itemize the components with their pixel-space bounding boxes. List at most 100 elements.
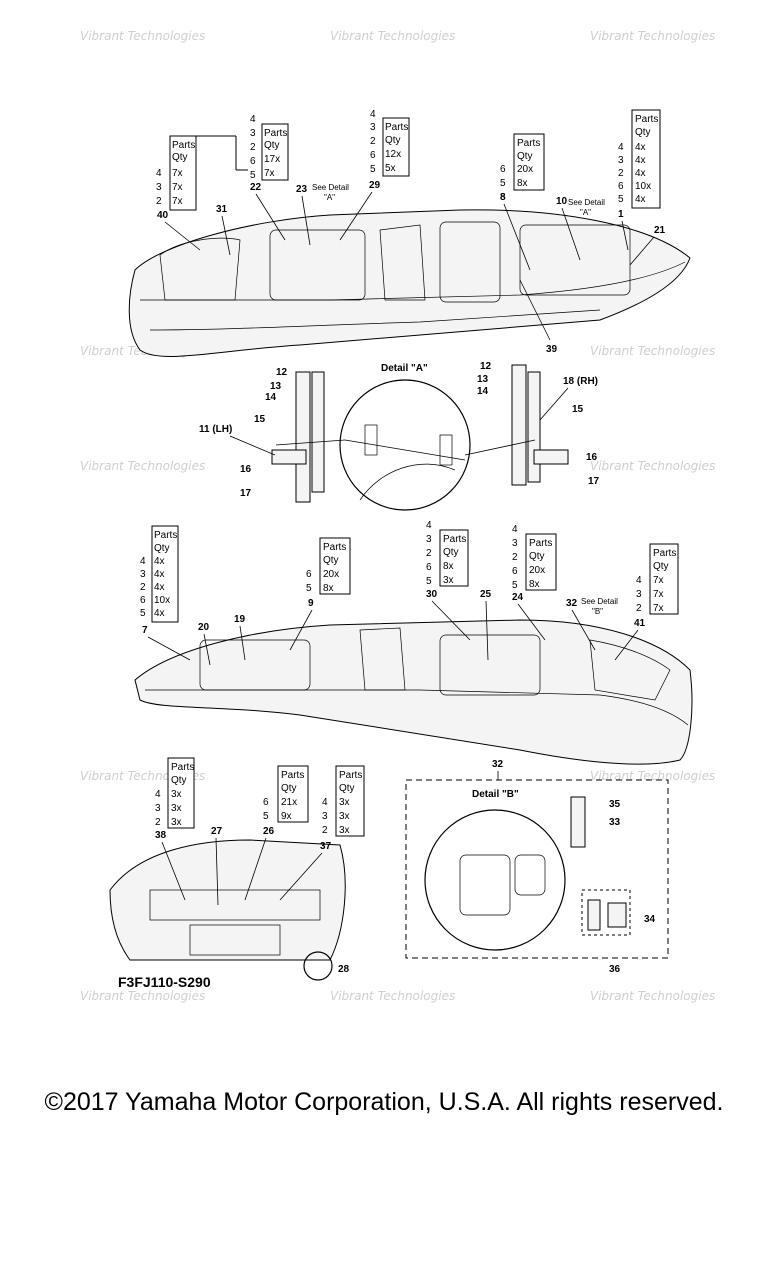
callout-15: 15 [572, 404, 584, 415]
watermark-text: Vibrant Technologies [590, 29, 715, 43]
part-qty: 8x [529, 579, 540, 590]
part-ref: 6 [500, 164, 506, 175]
callout-7: 7 [142, 625, 148, 636]
callouts: 22 23 29 40 31 8 10 1 21 39 12 13 14 15 … [142, 180, 666, 975]
part-ref: 5 [500, 178, 506, 189]
callout-17: 17 [588, 476, 600, 487]
callout-29: 29 [369, 180, 381, 191]
callout-30: 30 [426, 589, 438, 600]
qty-header: Qty [443, 547, 459, 558]
qty-header: Qty [172, 152, 188, 163]
callout-22: 22 [250, 182, 262, 193]
callout-38: 38 [155, 830, 167, 841]
callout-14: 14 [477, 386, 489, 397]
part-qty: 7x [172, 196, 183, 207]
part-ref: 3 [250, 128, 256, 139]
part-qty: 4x [154, 582, 165, 593]
part-ref: 2 [155, 817, 161, 828]
part-ref: 3 [322, 811, 328, 822]
callout-20: 20 [198, 622, 210, 633]
part-qty: 7x [172, 182, 183, 193]
see-detail-b-note: See Detail [581, 597, 618, 606]
callout-16: 16 [240, 464, 252, 475]
detail-b-title: Detail "B" [472, 789, 519, 800]
part-qty: 10x [154, 595, 170, 606]
see-detail-notes: See Detail "A" See Detail "A" See Detail… [312, 183, 618, 616]
watermark-text: Vibrant Technologies [80, 459, 205, 473]
part-ref: 4 [155, 789, 161, 800]
qty-header: Qty [281, 783, 297, 794]
watermark-text: Vibrant Technologies [80, 29, 205, 43]
part-ref: 2 [636, 603, 642, 614]
callout-9: 9 [308, 598, 314, 609]
copyright-notice: ©2017 Yamaha Motor Corporation, U.S.A. A… [44, 1088, 724, 1116]
detail-a-title: Detail "A" [381, 363, 428, 374]
part-ref: 4 [426, 520, 432, 531]
stern-view [109, 839, 346, 981]
part-qty: 21x [281, 797, 297, 808]
callout-17: 17 [240, 488, 252, 499]
parts-header: Parts [385, 122, 408, 133]
part-ref: 3 [636, 589, 642, 600]
part-ref: 4 [322, 797, 328, 808]
qty-header: Qty [339, 783, 355, 794]
callout-11: 11 (LH) [199, 424, 232, 435]
part-ref: 4 [618, 142, 624, 153]
callout-13: 13 [477, 374, 489, 385]
parts-header: Parts [653, 548, 676, 559]
part-ref: 5 [250, 170, 256, 181]
watermark-text: Vibrant Technologies [330, 29, 455, 43]
part-ref: 3 [156, 182, 162, 193]
part-ref: 3 [155, 803, 161, 814]
part-qty: 4x [635, 168, 646, 179]
part-qty: 10x [635, 181, 651, 192]
part-qty: 5x [385, 163, 396, 174]
callout-34: 34 [644, 914, 656, 925]
parts-header: Parts [323, 542, 346, 553]
callout-12: 12 [276, 367, 288, 378]
part-ref: 2 [512, 552, 518, 563]
part-qty: 4x [154, 569, 165, 580]
part-ref: 5 [140, 608, 146, 619]
parts-header: Parts [281, 770, 304, 781]
parts-header: Parts [172, 140, 195, 151]
part-ref: 2 [426, 548, 432, 559]
diagram-code: F3FJ110-S290 [118, 974, 211, 990]
part-qty: 7x [653, 589, 664, 600]
part-ref: 6 [306, 569, 312, 580]
part-qty: 4x [635, 194, 646, 205]
callout-25: 25 [480, 589, 492, 600]
part-ref: 3 [426, 534, 432, 545]
parts-header: Parts [264, 128, 287, 139]
part-qty: 20x [323, 569, 339, 580]
part-ref: 4 [636, 575, 642, 586]
part-ref: 4 [140, 556, 146, 567]
part-ref: 5 [370, 164, 376, 175]
qty-header: Qty [385, 135, 401, 146]
part-ref: 2 [322, 825, 328, 836]
part-ref: 6 [512, 566, 518, 577]
watermark-text: Vibrant Technologies [590, 989, 715, 1003]
part-qty: 7x [653, 603, 664, 614]
part-ref: 4 [250, 114, 256, 125]
part-ref: 2 [370, 136, 376, 147]
callout-18: 18 (RH) [563, 376, 598, 387]
part-ref: 6 [140, 595, 146, 606]
part-ref: 2 [618, 168, 624, 179]
part-ref: 5 [512, 580, 518, 591]
part-ref: 3 [512, 538, 518, 549]
part-qty: 3x [339, 811, 350, 822]
callout-27: 27 [211, 826, 223, 837]
part-qty: 3x [443, 575, 454, 586]
callout-26: 26 [263, 826, 275, 837]
part-ref: 5 [306, 583, 312, 594]
part-qty: 7x [653, 575, 664, 586]
parts-header: Parts [517, 138, 540, 149]
parts-header: Parts [635, 114, 658, 125]
qty-header: Qty [653, 561, 669, 572]
callout-14: 14 [265, 392, 277, 403]
part-qty: 4x [154, 556, 165, 567]
callout-24: 24 [512, 592, 524, 603]
part-qty: 20x [529, 565, 545, 576]
watermark-text: Vibrant Technologies [80, 989, 205, 1003]
